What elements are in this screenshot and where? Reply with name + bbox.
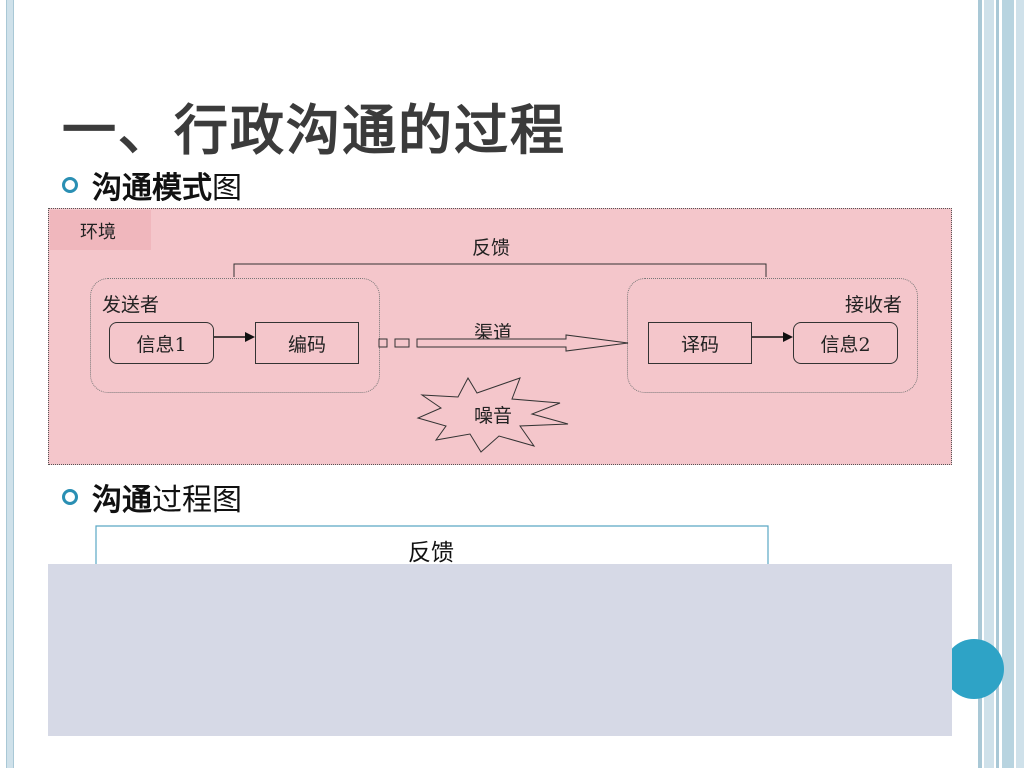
bullet-text-process: 沟通过程图 <box>92 475 242 519</box>
process-feedback-label: 反馈 <box>408 540 454 566</box>
arrowhead-message2 <box>783 332 793 342</box>
noise-starburst <box>416 376 569 453</box>
process-diagram-area <box>48 564 952 736</box>
process-feedback-path <box>95 525 769 578</box>
arrowhead-encode <box>245 332 255 342</box>
bullet-bold-text: 沟通模式 <box>92 171 212 206</box>
bullet-bold-text: 沟通 <box>92 483 152 518</box>
bullet-light-text: 图 <box>212 171 242 206</box>
feedback-label: 反馈 <box>472 237 511 259</box>
bullet-text-model: 沟通模式图 <box>92 163 242 207</box>
message1-node: 信息1 <box>109 322 214 364</box>
decorative-circle <box>944 639 1004 699</box>
bullet-marker <box>62 177 78 193</box>
message2-node: 信息2 <box>793 322 898 364</box>
feedback-path <box>233 263 767 277</box>
channel-arrow <box>416 334 629 352</box>
slide-title: 一、行政沟通的过程 <box>62 99 566 162</box>
receiver-label: 接收者 <box>845 294 903 316</box>
channel-square <box>394 338 410 348</box>
decode-node: 译码 <box>648 322 752 364</box>
sender-group <box>90 278 380 393</box>
environment-tab <box>50 210 151 250</box>
slide-frame-left <box>6 0 14 768</box>
receiver-group <box>627 278 918 393</box>
environment-label: 环境 <box>80 222 116 243</box>
channel-square <box>378 338 388 348</box>
bullet-light-text: 过程图 <box>152 483 242 518</box>
encode-node: 编码 <box>255 322 359 364</box>
slide-frame-right <box>978 0 1024 768</box>
noise-label: 噪音 <box>474 405 513 427</box>
bullet-marker <box>62 489 78 505</box>
sender-label: 发送者 <box>102 294 160 316</box>
